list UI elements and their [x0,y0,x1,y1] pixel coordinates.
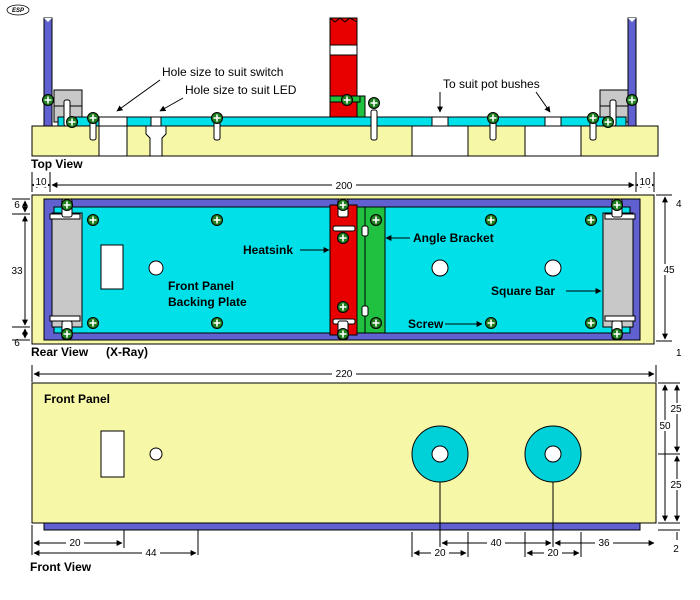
dim-rear-inner-height: 33 [11,266,23,277]
dim-front-right-edge: 36 [598,538,610,549]
led-hole-note: Hole size to suit LED [185,83,297,97]
screw-label: Screw [408,317,444,331]
dim-rear-bottom-offset: 6 [14,338,20,349]
dim-rear-left: 10 [35,177,47,188]
front-pot-2 [524,425,582,483]
front-panel-label: Front Panel [44,392,110,406]
pot1-hole [411,125,469,157]
rear-led-hole [148,260,164,276]
dim-rear-top-offset: 6 [14,200,20,211]
rear-left-square-bar [51,212,83,328]
front-pot-1 [411,425,469,483]
dim-pot1-span: 20 [434,548,446,559]
front-view: 220 Front Panel 25 50 25 2 [30,365,684,574]
backing-plate-label-2: Backing Plate [168,295,247,309]
rear-pot2-hole [544,259,562,277]
front-switch [100,430,125,478]
top-angle-bracket [356,95,366,118]
top-backing-plate [57,116,627,127]
pot-bushes-note: To suit pot bushes [443,77,540,91]
square-bar-label: Square Bar [491,284,555,298]
switch-hole [98,125,128,157]
pot2-hole [524,125,582,157]
right-side-frame [627,17,637,129]
rear-switch-hole [100,244,124,290]
dim-rear-width: 200 [336,181,353,192]
dim-front-switch-x: 20 [69,538,81,549]
rear-right-square-bar [602,212,634,328]
angle-bracket-label: Angle Bracket [413,231,494,245]
heatsink-label: Heatsink [243,243,293,257]
dim-pot-spacing: 40 [490,538,502,549]
front-panel-base [43,522,641,531]
dim-front-lower: 25 [670,480,682,491]
svg-text:ESP: ESP [12,8,25,14]
dim-pot2-span: 20 [547,548,559,559]
dim-rear-top-right: 4 [676,199,682,210]
dim-front-width: 220 [336,369,353,380]
rear-pot1-hole [431,259,449,277]
rear-view-title: Rear View [31,345,89,359]
front-led [149,447,163,461]
top-view-title: Top View [31,157,83,171]
left-side-frame [43,17,53,129]
dim-rear-bottom-right: 1 [676,348,682,359]
dim-front-upper: 25 [670,404,682,415]
esp-logo: ESP [6,4,30,16]
rear-view: 10 200 10 [10,172,682,359]
backing-plate-label-1: Front Panel [168,279,234,293]
switch-hole-note: Hole size to suit switch [162,65,283,79]
front-view-title: Front View [30,560,92,574]
dim-front-height: 50 [659,421,671,432]
dim-front-led-x: 44 [145,548,157,559]
rear-view-subtitle: (X-Ray) [106,345,148,359]
dim-rear-right: 10 [639,177,651,188]
dim-front-base: 2 [673,544,679,555]
top-view: Hole size to suit switch Hole size to su… [31,17,659,171]
rear-heatsink [329,204,358,336]
dim-rear-height: 45 [663,265,675,276]
led-hole [145,125,167,157]
